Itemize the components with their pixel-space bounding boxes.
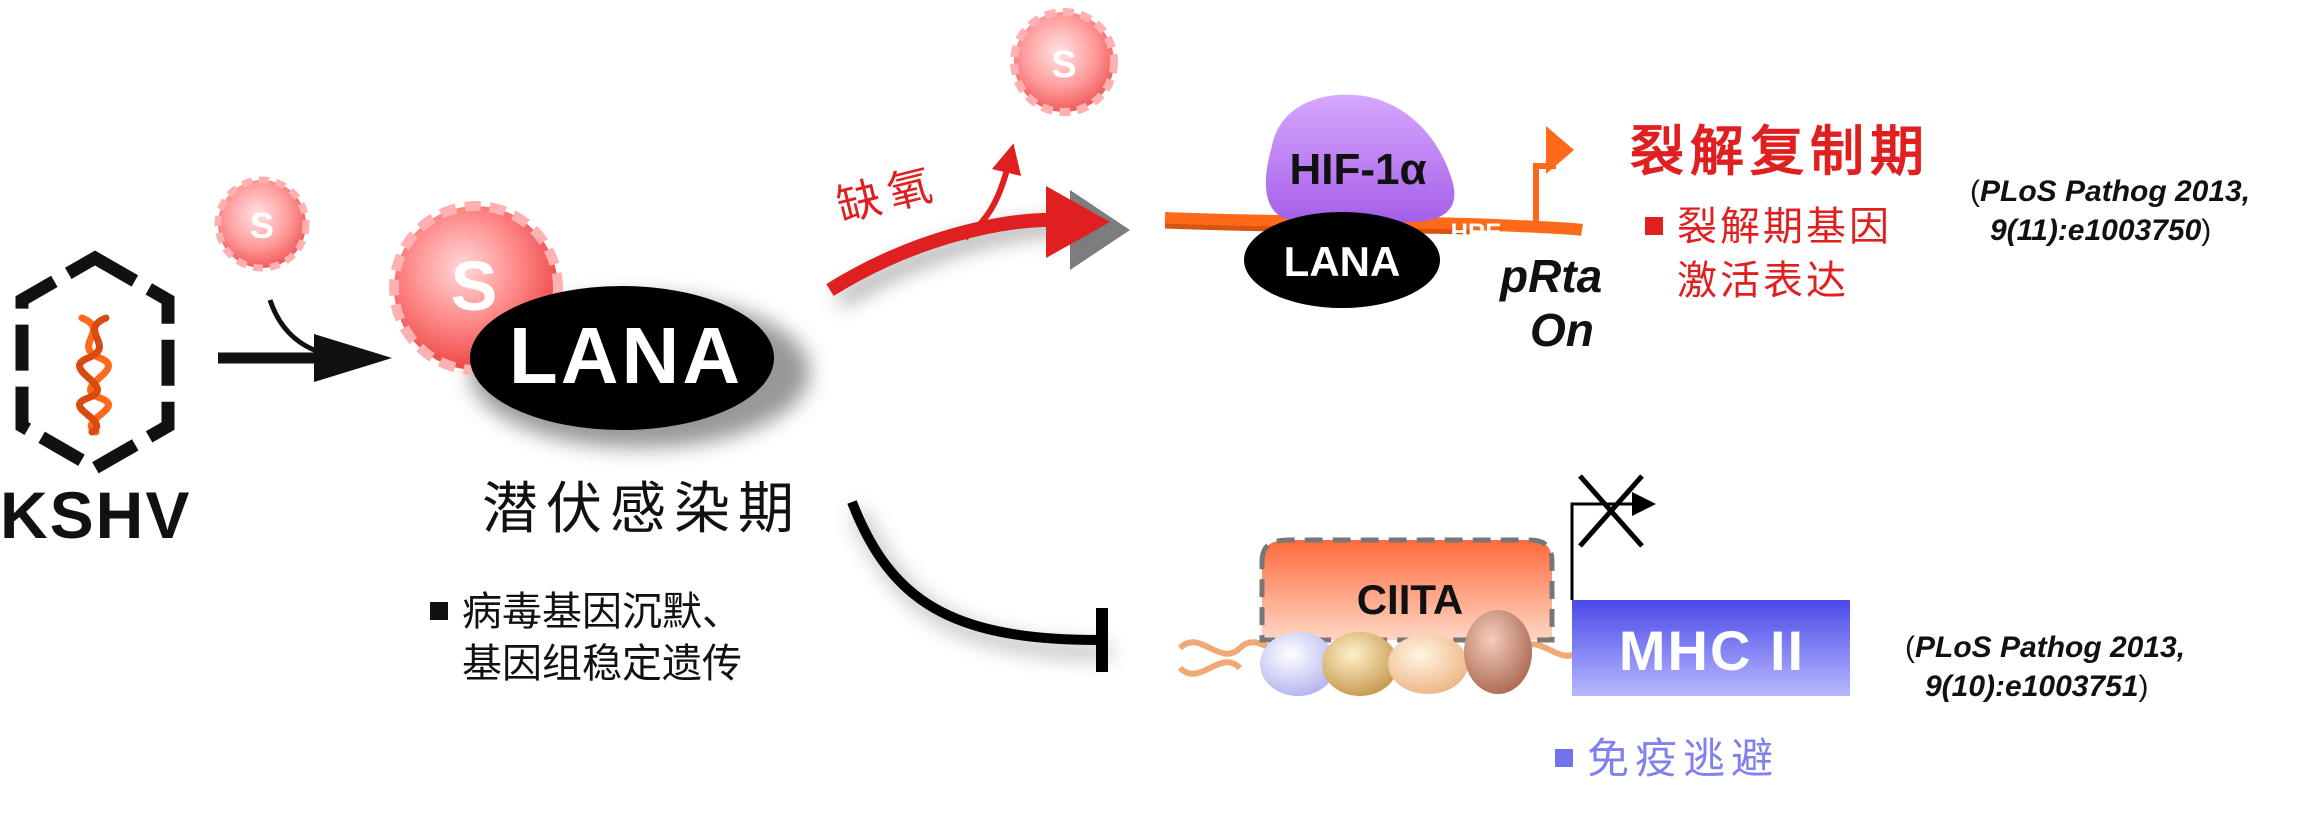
blocked-x-icon	[1578, 474, 1644, 548]
kshv-to-lana-arrow	[218, 334, 392, 382]
nucleosome-3	[1388, 634, 1468, 694]
hre-label: HRE	[1451, 219, 1502, 246]
small-s-label: S	[250, 205, 274, 246]
ciita-label: CIITA	[1357, 576, 1464, 623]
promoter-on-arrow	[1533, 163, 1556, 222]
released-s-label: S	[1051, 44, 1076, 86]
orange-dna-strand	[1164, 212, 1583, 236]
kshv-virion	[15, 250, 175, 476]
immune-evasion-label: 免疫逃避	[1555, 734, 1779, 783]
hif-1a-shape	[1265, 94, 1455, 223]
mhc-ii-label: MHC II	[1619, 619, 1805, 682]
latency-bullet-1: 病毒基因沉默、	[430, 586, 742, 638]
hypoxia-arrows	[826, 143, 1130, 306]
small-s-particle: S	[214, 176, 310, 272]
lytic-bullets: 裂解期基因 激活表达	[1645, 200, 1892, 308]
nucleosome-4	[1464, 610, 1532, 694]
lytic-bullet-1: 裂解期基因	[1645, 200, 1892, 254]
immune-reference: (PLoS Pathog 2013, 9(10):e1003751)	[1905, 631, 2186, 703]
nucleosome-1	[1260, 632, 1336, 696]
lytic-reference: (PLoS Pathog 2013, 9(11):e1003750)	[1970, 175, 2251, 247]
lytic-bullet-2: 激活表达	[1677, 258, 1849, 304]
hif-lana-promoter: HIF-1α LANA HRE pRta On	[1164, 94, 1602, 356]
viral-dna-icon	[76, 314, 112, 436]
mhc-ii-box	[1572, 600, 1850, 696]
inhibition-arrow	[847, 500, 1111, 672]
on-label: On	[1530, 304, 1594, 356]
main-red-arrow	[826, 212, 1061, 296]
lytic-title: 裂解复制期	[1630, 119, 1930, 183]
latency-title: 潜伏感染期	[482, 477, 802, 542]
latency-bullets: 病毒基因沉默、 基因组稳定遗传	[430, 586, 742, 690]
lana-complex: S LANA	[389, 201, 810, 448]
release-red-arrow	[963, 143, 1022, 241]
lana-ellipse	[470, 286, 774, 430]
released-s-particle: S	[1010, 8, 1118, 116]
mhc-repression: CIITA MHC II	[1177, 474, 1850, 696]
lana-small-ellipse	[1244, 212, 1440, 308]
kshv-label: KSHV	[0, 478, 192, 552]
ciita-box	[1259, 537, 1555, 643]
lana-small-label: LANA	[1284, 238, 1401, 285]
capsid-hexagon	[15, 250, 175, 476]
latency-bullet-2: 基因组稳定遗传	[462, 641, 742, 687]
nucleosome-2	[1322, 632, 1398, 696]
hif-1a-label: HIF-1α	[1289, 145, 1426, 194]
prta-label: pRta	[1498, 250, 1602, 302]
large-s-label: S	[451, 247, 498, 325]
lana-label: LANA	[509, 311, 743, 400]
